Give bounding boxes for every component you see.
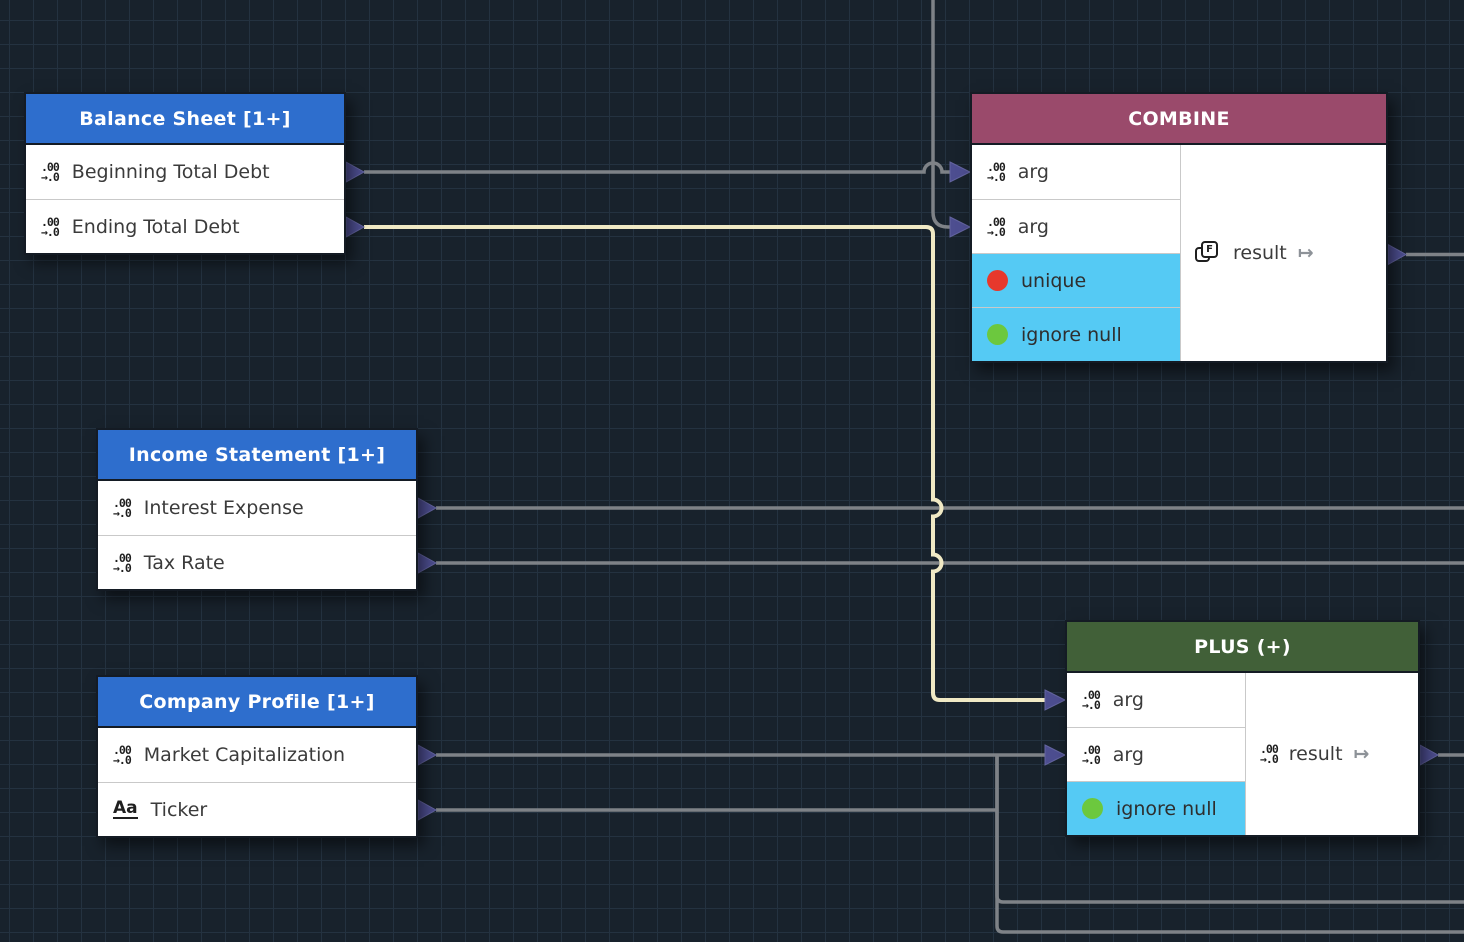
number-type-icon: .00→.0 — [113, 550, 132, 575]
input-port-plus-arg2[interactable] — [1044, 744, 1067, 766]
number-type-icon: .00→.0 — [113, 743, 132, 767]
node-combine[interactable]: COMBINE .00→.0 arg .00→.0 arg unique — [970, 92, 1388, 363]
output-port-ticker[interactable] — [417, 799, 438, 821]
plus-arg2-row[interactable]: .00→.0 arg — [1067, 727, 1245, 781]
number-type-icon: .00→.0 — [1082, 742, 1101, 767]
combine-option-ignore-null[interactable]: ignore null — [972, 307, 1180, 361]
combine-option-unique[interactable]: unique — [972, 253, 1180, 307]
arg-label: arg — [1017, 161, 1049, 183]
field-row-tax-rate[interactable]: .00→.0 Tax Rate — [98, 535, 416, 589]
field-label: Ending Total Debt — [71, 215, 240, 238]
combine-arg2-row[interactable]: .00→.0 arg — [972, 199, 1180, 253]
output-port-beginning-total-debt[interactable] — [345, 161, 366, 183]
unique-toggle-dot[interactable] — [987, 270, 1008, 291]
node-balance-sheet[interactable]: Balance Sheet [1+] .00→.0 Beginning Tota… — [24, 92, 346, 255]
output-port-plus-result[interactable] — [1419, 744, 1440, 766]
plus-arg1-row[interactable]: .00→.0 arg — [1067, 673, 1245, 727]
field-row-interest-expense[interactable]: .00→.0 Interest Expense — [98, 481, 416, 535]
function-result-icon: F — [1195, 240, 1222, 266]
node-income-statement-header[interactable]: Income Statement [1+] — [98, 430, 416, 481]
maps-to-icon: ↦ — [1353, 743, 1370, 765]
node-balance-sheet-header[interactable]: Balance Sheet [1+] — [26, 94, 344, 145]
field-label: Tax Rate — [143, 551, 225, 574]
node-title: COMBINE — [1128, 107, 1230, 130]
node-income-statement[interactable]: Income Statement [1+] .00→.0 Interest Ex… — [96, 428, 418, 591]
field-label: Ticker — [150, 798, 208, 821]
field-row-ending-total-debt[interactable]: .00→.0 Ending Total Debt — [26, 199, 344, 253]
number-type-icon: .00→.0 — [987, 160, 1006, 184]
edge-beginning-debt-to-combine-arg1[interactable] — [364, 161, 950, 174]
plus-option-ignore-null[interactable]: ignore null — [1067, 781, 1245, 835]
node-title: Balance Sheet [1+] — [79, 107, 291, 130]
output-port-tax-rate[interactable] — [417, 552, 438, 574]
arg-label: arg — [1017, 215, 1049, 238]
option-label: unique — [1021, 269, 1087, 292]
node-title: PLUS (+) — [1194, 635, 1291, 658]
option-label: ignore null — [1021, 323, 1122, 346]
result-label: result — [1233, 242, 1287, 264]
output-port-market-capitalization[interactable] — [417, 744, 438, 766]
input-port-combine-arg2[interactable] — [949, 216, 972, 238]
result-label: result — [1288, 743, 1343, 765]
node-plus[interactable]: PLUS (+) .00→.0 arg .00→.0 arg ignore nu… — [1065, 620, 1420, 837]
plus-result-cell[interactable]: .00→.0 result ↦ — [1246, 673, 1418, 835]
arg-label: arg — [1112, 689, 1144, 711]
output-port-interest-expense[interactable] — [417, 497, 438, 519]
number-type-icon: .00→.0 — [113, 496, 132, 520]
field-row-market-capitalization[interactable]: .00→.0 Market Capitalization — [98, 728, 416, 782]
number-type-icon: .00→.0 — [41, 214, 60, 239]
node-title: Income Statement [1+] — [128, 443, 386, 466]
output-port-ending-total-debt[interactable] — [345, 216, 366, 238]
combine-arg1-row[interactable]: .00→.0 arg — [972, 145, 1180, 199]
number-type-icon: .00→.0 — [1082, 688, 1101, 712]
edge-branch-bottom-2[interactable] — [995, 755, 1464, 934]
node-combine-header[interactable]: COMBINE — [972, 94, 1386, 145]
field-label: Beginning Total Debt — [71, 161, 270, 183]
node-title: Company Profile [1+] — [139, 690, 375, 713]
combine-result-cell[interactable]: F result ↦ — [1181, 145, 1386, 361]
option-label: ignore null — [1116, 797, 1217, 820]
node-plus-header[interactable]: PLUS (+) — [1067, 622, 1418, 673]
number-type-icon: .00→.0 — [1260, 742, 1279, 766]
arg-label: arg — [1112, 743, 1144, 766]
field-row-beginning-total-debt[interactable]: .00→.0 Beginning Total Debt — [26, 145, 344, 199]
field-row-ticker[interactable]: Aa Ticker — [98, 782, 416, 836]
ignore-null-toggle-dot[interactable] — [1082, 798, 1103, 819]
edge-top-to-combine-arg2[interactable] — [931, 0, 950, 229]
node-company-profile-header[interactable]: Company Profile [1+] — [98, 677, 416, 728]
maps-to-icon: ↦ — [1297, 242, 1314, 264]
field-label: Interest Expense — [143, 497, 304, 519]
text-type-icon: Aa — [113, 797, 138, 820]
ignore-null-toggle-dot[interactable] — [987, 324, 1008, 345]
field-label: Market Capitalization — [143, 744, 346, 766]
input-port-plus-arg1[interactable] — [1044, 689, 1067, 711]
number-type-icon: .00→.0 — [987, 214, 1006, 239]
output-port-combine-result[interactable] — [1387, 243, 1408, 266]
edge-ending-debt-to-plus-arg1[interactable] — [364, 225, 1045, 702]
input-port-combine-arg1[interactable] — [949, 161, 972, 183]
node-company-profile[interactable]: Company Profile [1+] .00→.0 Market Capit… — [96, 675, 418, 838]
number-type-icon: .00→.0 — [41, 160, 60, 184]
